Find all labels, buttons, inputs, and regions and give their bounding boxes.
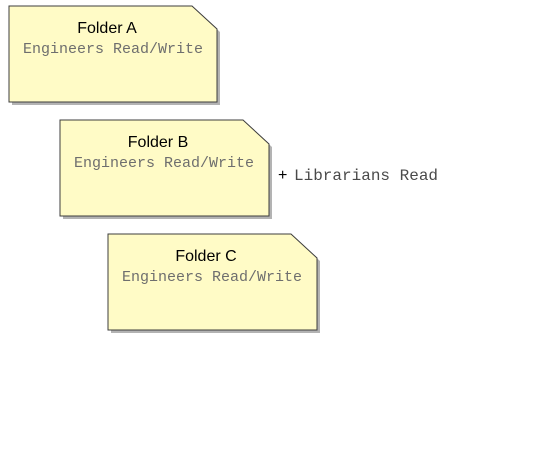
folder-c-title: Folder C bbox=[175, 248, 236, 265]
folder-b: Folder B Engineers Read/Write bbox=[59, 119, 272, 219]
folder-a-permission: Engineers Read/Write bbox=[23, 41, 203, 58]
folder-b-permission: Engineers Read/Write bbox=[74, 155, 254, 172]
folder-b-title: Folder B bbox=[128, 134, 188, 151]
folder-c-shape bbox=[107, 233, 318, 331]
folder-a: Folder A Engineers Read/Write bbox=[8, 5, 220, 105]
folder-c-permission: Engineers Read/Write bbox=[122, 269, 302, 286]
folder-a-shape bbox=[8, 5, 218, 103]
extra-permission-note: + Librarians Read bbox=[278, 167, 438, 185]
folder-c: Folder C Engineers Read/Write bbox=[107, 233, 320, 333]
plus-sign: + bbox=[278, 167, 287, 184]
folder-a-title: Folder A bbox=[77, 20, 137, 37]
librarians-read-label: Librarians Read bbox=[294, 167, 438, 185]
folder-b-shape bbox=[59, 119, 270, 217]
